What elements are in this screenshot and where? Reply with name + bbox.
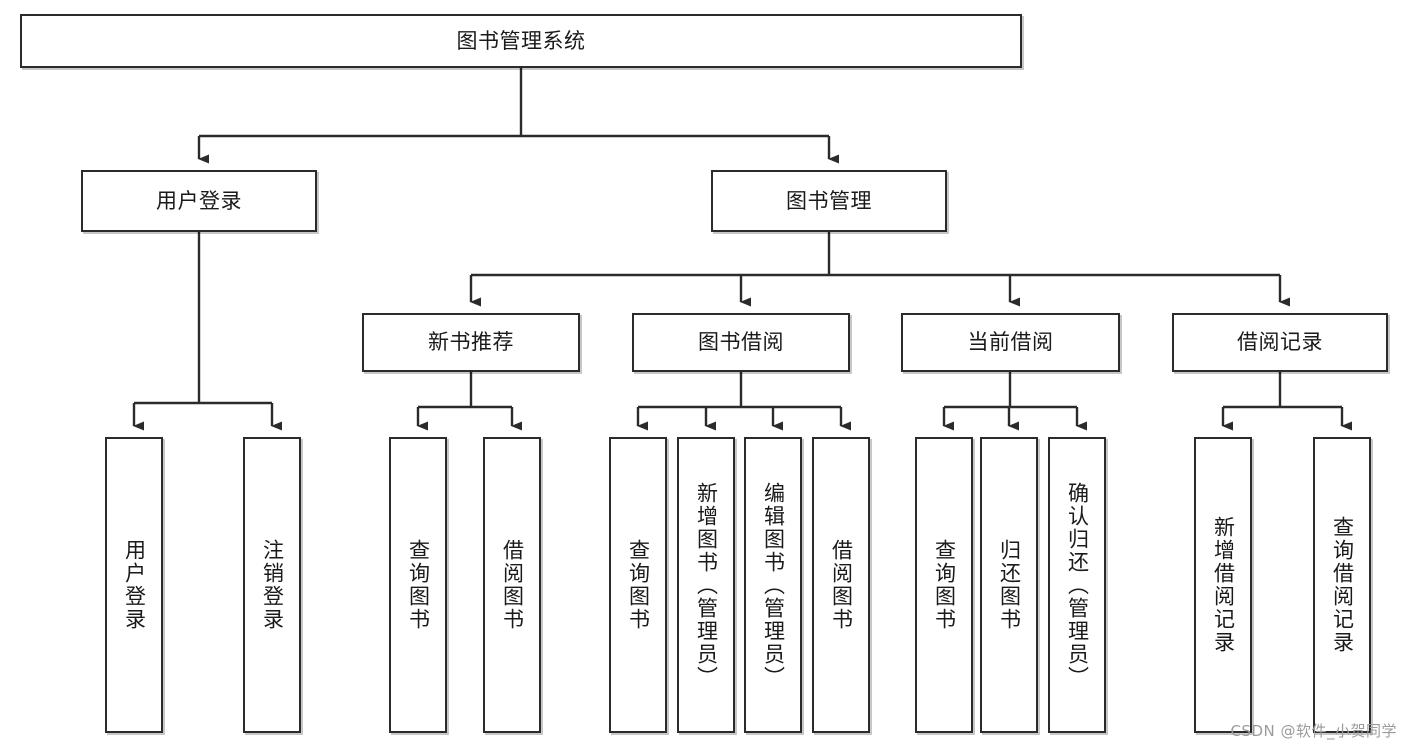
node-leaf-query-record[interactable]: 查询借阅记录: [1313, 437, 1371, 733]
node-leaf-return-book[interactable]: 归还图书: [980, 437, 1038, 733]
node-new-book-recommend[interactable]: 新书推荐: [362, 313, 580, 372]
node-leaf-query-book-2[interactable]: 查询图书: [609, 437, 667, 733]
node-leaf-query-book-3[interactable]: 查询图书: [915, 437, 973, 733]
node-book-borrow[interactable]: 图书借阅: [632, 313, 850, 372]
node-label: 用户登录: [122, 539, 147, 631]
node-label: 查询图书: [626, 539, 651, 631]
node-label: 借阅图书: [829, 539, 854, 631]
node-label: 用户登录: [156, 188, 242, 213]
node-label: 查询图书: [406, 539, 431, 631]
node-leaf-borrow-book-1[interactable]: 借阅图书: [483, 437, 541, 733]
node-leaf-add-record[interactable]: 新增借阅记录: [1194, 437, 1252, 733]
node-label: 图书管理系统: [456, 28, 586, 53]
node-label: 编辑图书（管理员）: [761, 481, 786, 689]
node-leaf-logout[interactable]: 注销登录: [243, 437, 301, 733]
node-label: 新增图书（管理员）: [694, 481, 719, 689]
node-leaf-borrow-book-2[interactable]: 借阅图书: [812, 437, 870, 733]
node-label: 归还图书: [997, 539, 1022, 631]
node-label: 新书推荐: [428, 330, 514, 355]
node-leaf-query-book-1[interactable]: 查询图书: [389, 437, 447, 733]
node-book-manage[interactable]: 图书管理: [711, 170, 947, 232]
node-leaf-edit-book[interactable]: 编辑图书（管理员）: [744, 437, 802, 733]
node-label: 查询图书: [932, 539, 957, 631]
node-label: 当前借阅: [967, 330, 1054, 355]
watermark-label: CSDN @软件_小贺同学: [1230, 722, 1397, 740]
node-label: 注销登录: [260, 539, 285, 631]
node-leaf-user-login[interactable]: 用户登录: [105, 437, 163, 733]
node-label: 借阅记录: [1237, 330, 1323, 355]
node-label: 确认归还（管理员）: [1065, 481, 1090, 689]
connector-paths: [132, 68, 1352, 431]
node-leaf-confirm-return[interactable]: 确认归还（管理员）: [1048, 437, 1106, 733]
node-label: 图书借阅: [698, 330, 784, 355]
node-label: 图书管理: [786, 188, 872, 213]
node-user-login[interactable]: 用户登录: [81, 170, 317, 232]
node-current-borrow[interactable]: 当前借阅: [901, 313, 1120, 372]
node-label: 借阅图书: [500, 539, 525, 631]
node-label: 新增借阅记录: [1211, 516, 1236, 654]
node-borrow-record[interactable]: 借阅记录: [1172, 313, 1388, 372]
node-label: 查询借阅记录: [1330, 516, 1355, 654]
node-root[interactable]: 图书管理系统: [20, 14, 1022, 68]
node-leaf-add-book[interactable]: 新增图书（管理员）: [677, 437, 735, 733]
